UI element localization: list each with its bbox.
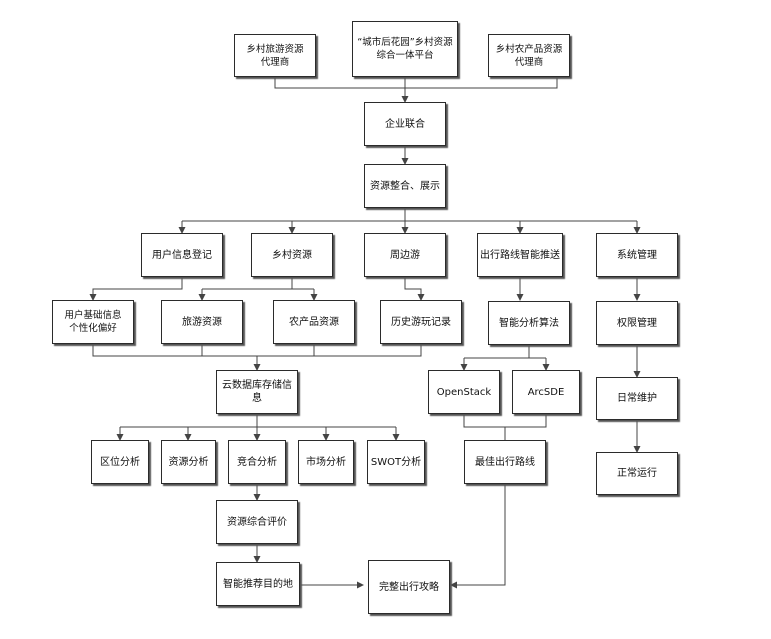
- node-alliance: 企业联合: [364, 102, 446, 146]
- edge-level3-merge: [92, 344, 422, 357]
- edge-cloud-bus: [120, 414, 396, 428]
- edge-nearby-history: [404, 277, 425, 301]
- node-evaluation: 资源综合评价: [216, 500, 298, 544]
- node-agri-resources: 农产品资源: [273, 300, 355, 344]
- node-user-register: 用户信息登记: [141, 233, 223, 277]
- node-tourism-resources: 旅游资源: [161, 300, 243, 344]
- edge-integration-bus: [182, 208, 637, 222]
- node-user-info: 用户基础信息 个性化偏好: [52, 300, 134, 344]
- node-platform: “城市后花园”乡村资源 综合一体平台: [352, 21, 458, 77]
- node-integration: 资源整合、展示: [364, 164, 446, 208]
- edge-bestroute-guide: [450, 484, 506, 589]
- edge-top-merge: [274, 77, 558, 89]
- node-best-route: 最佳出行路线: [464, 440, 546, 484]
- node-nearby-tour: 周边游: [364, 233, 446, 277]
- node-competition-analysis: 竞合分析: [228, 440, 286, 484]
- node-agri-agent: 乡村农产品资源 代理商: [488, 34, 570, 77]
- node-system-mgmt: 系统管理: [596, 233, 678, 277]
- node-route-push: 出行路线智能推送: [477, 233, 563, 277]
- edge-rural-split: [202, 277, 314, 290]
- node-guide: 完整出行攻略: [368, 560, 450, 614]
- node-algorithm: 智能分析算法: [488, 301, 570, 345]
- node-maintenance: 日常维护: [596, 377, 678, 420]
- node-normal-operation: 正常运行: [596, 452, 678, 495]
- node-cloud-db: 云数据库存储信息: [216, 370, 298, 414]
- node-openstack: OpenStack: [428, 370, 500, 414]
- node-tourism-agent: 乡村旅游资源 代理商: [234, 34, 316, 77]
- node-permission: 权限管理: [596, 301, 678, 345]
- node-rural-resources: 乡村资源: [251, 233, 333, 277]
- node-location-analysis: 区位分析: [91, 440, 149, 484]
- node-swot-analysis: SWOT分析: [367, 440, 425, 484]
- node-recommend: 智能推荐目的地: [216, 562, 300, 606]
- edge-register-userinfo: [89, 277, 183, 301]
- node-market-analysis: 市场分析: [298, 440, 354, 484]
- node-arcsde: ArcSDE: [512, 370, 580, 414]
- edge-algorithm-split: [464, 345, 546, 359]
- edge-tech-merge: [463, 414, 547, 440]
- node-history: 历史游玩记录: [380, 300, 462, 344]
- node-resource-analysis: 资源分析: [161, 440, 216, 484]
